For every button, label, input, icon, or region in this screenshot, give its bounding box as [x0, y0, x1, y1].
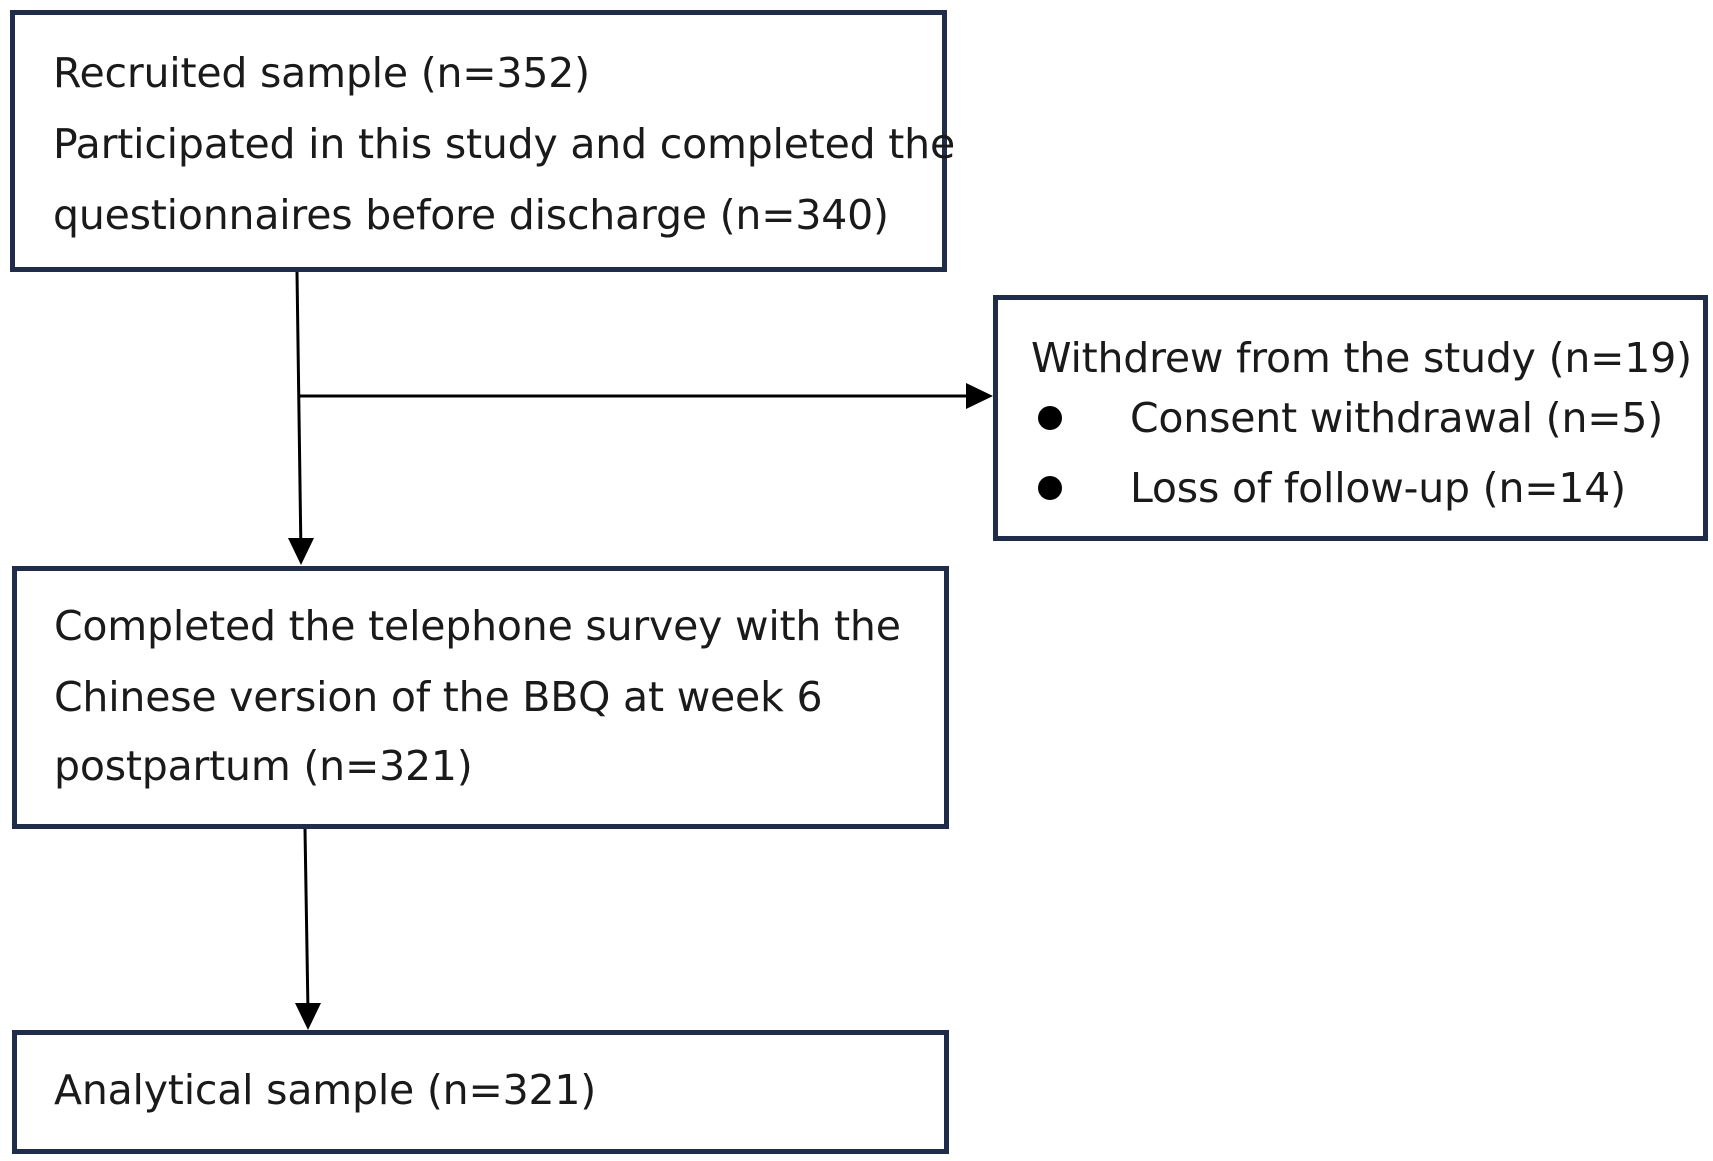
withdrew-bullet-1: Consent withdrawal (n=5): [1130, 394, 1664, 442]
analytical-line-1: Analytical sample (n=321): [54, 1066, 597, 1114]
arrowhead-analytical: [295, 1003, 321, 1030]
completed-line-3: postpartum (n=321): [54, 742, 473, 790]
recruited-line-2: Participated in this study and completed…: [53, 120, 955, 168]
analytical-sample-box: Analytical sample (n=321): [12, 1030, 949, 1154]
arrow-recruited-to-completed: [295, 271, 303, 557]
arrowhead-withdrew: [966, 383, 993, 409]
recruited-line-1: Recruited sample (n=352): [53, 49, 590, 97]
completed-line-2: Chinese version of the BBQ at week 6: [54, 673, 823, 721]
recruited-line-3: questionnaires before discharge (n=340): [53, 191, 889, 239]
withdrew-bullet-2: Loss of follow-up (n=14): [1130, 464, 1626, 512]
completed-line-1: Completed the telephone survey with the: [54, 602, 901, 650]
arrow-completed-to-analytical: [303, 828, 310, 1013]
withdrew-box: Withdrew from the study (n=19) Consent w…: [993, 295, 1708, 541]
recruited-sample-box: Recruited sample (n=352) Participated in…: [10, 10, 955, 272]
bullet-dot-icon: [1038, 476, 1062, 500]
withdrew-title: Withdrew from the study (n=19): [1031, 334, 1692, 382]
completed-survey-box: Completed the telephone survey with the …: [12, 566, 949, 829]
bullet-dot-icon: [1038, 406, 1062, 430]
arrowhead-completed: [288, 538, 314, 565]
